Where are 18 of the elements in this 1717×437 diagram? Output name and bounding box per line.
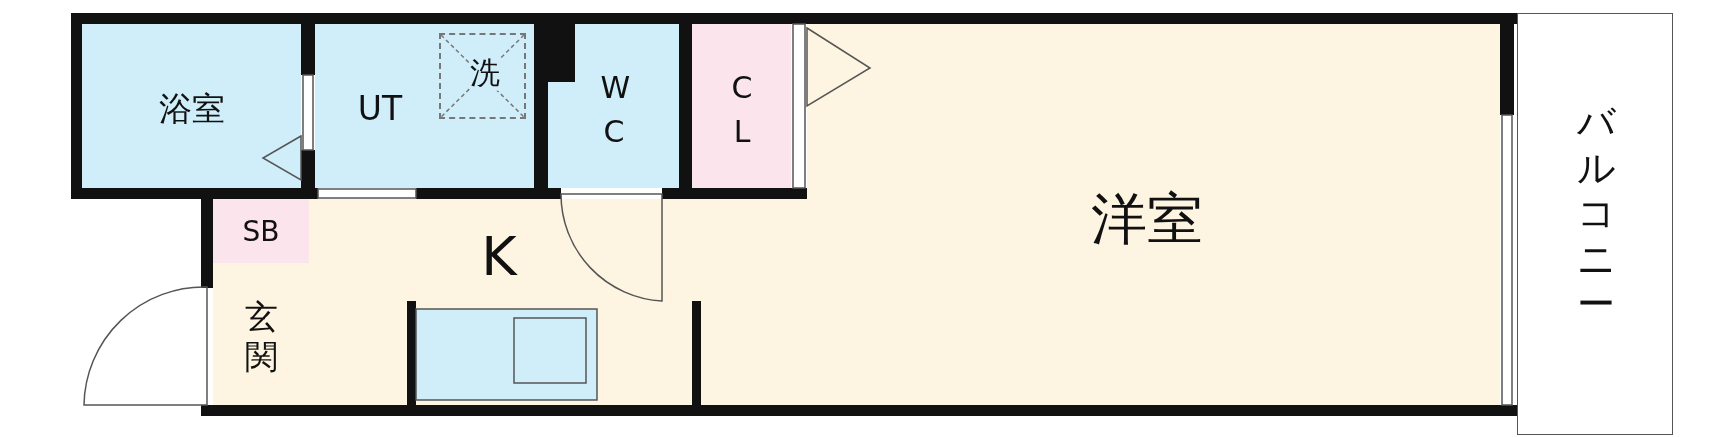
closet-area bbox=[692, 24, 791, 188]
room-label: C L bbox=[730, 68, 754, 150]
room-label: 洗 bbox=[470, 55, 500, 91]
room-label: UT bbox=[357, 90, 403, 128]
room-label: W C bbox=[600, 68, 628, 150]
shoe-box-area bbox=[213, 199, 309, 263]
toilet-area bbox=[548, 24, 679, 188]
entrance-area bbox=[213, 263, 309, 405]
room-label: 浴室 bbox=[159, 90, 225, 128]
room-label: 洋室 bbox=[1091, 186, 1203, 252]
room-label: バルコニー bbox=[1577, 100, 1615, 328]
utility-room-area bbox=[315, 24, 534, 188]
room-label: 玄関 bbox=[244, 297, 278, 377]
room-label: SB bbox=[242, 215, 280, 249]
balcony-area bbox=[1517, 13, 1673, 435]
western-room-area bbox=[807, 24, 1500, 405]
bathroom-area bbox=[82, 24, 301, 188]
room-label: K bbox=[481, 225, 517, 289]
